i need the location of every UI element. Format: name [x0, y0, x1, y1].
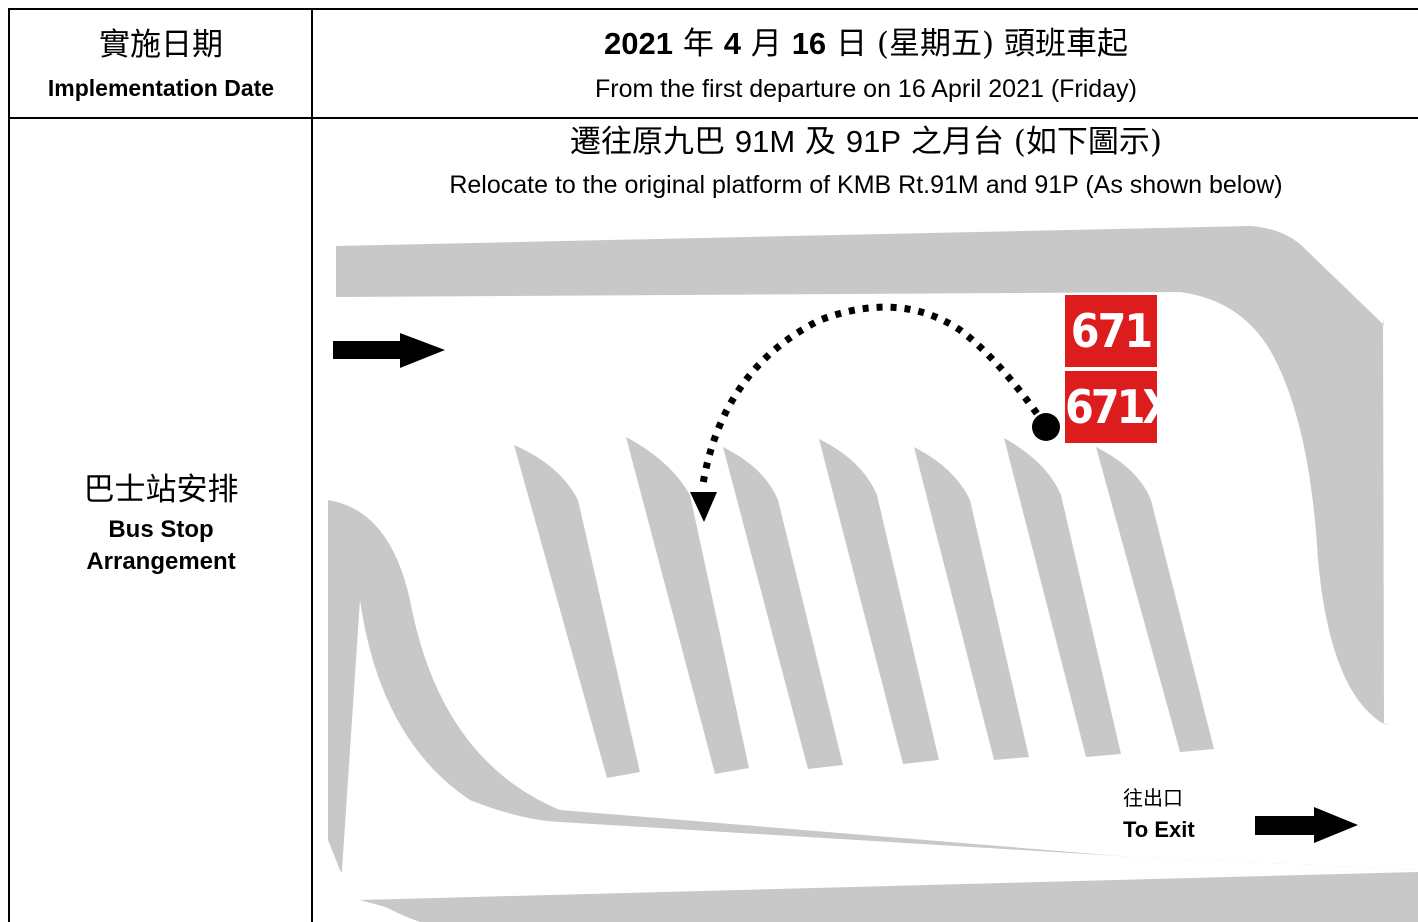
bottom-left-island	[328, 500, 1418, 922]
origin-stop-dot	[1032, 413, 1060, 441]
bus-bay	[723, 447, 843, 769]
exit-label-zh: 往出口	[1123, 786, 1183, 810]
implementation-date-zh: 2021 年 4 月 16 日 (星期五) 頭班車起	[314, 26, 1418, 62]
bus-bays	[514, 437, 1214, 778]
destination-arrowhead	[690, 492, 717, 522]
relocation-path-arrow-icon	[690, 303, 1060, 522]
bus-bay	[1096, 447, 1214, 752]
date-year: 2021	[604, 26, 673, 61]
route-badge-671x: 671X	[1065, 371, 1174, 443]
bus-bay	[914, 447, 1029, 760]
route-91p: 91P	[845, 124, 902, 159]
exit-label-en: To Exit	[1123, 817, 1195, 842]
entry-arrow-icon	[333, 333, 445, 368]
bus-bay	[819, 439, 939, 764]
bus-bay	[626, 437, 749, 774]
relocate-suffix: 之月台	[910, 124, 1004, 160]
top-curb	[336, 226, 1390, 725]
route-91m: 91M	[734, 124, 796, 159]
implementation-date-label-zh: 實施日期	[99, 27, 223, 63]
label-en-line1: Bus Stop	[108, 516, 214, 543]
bus-stop-arrangement-label-en: Bus Stop Arrangement	[10, 514, 312, 578]
date-weekday-zh: (星期五)	[876, 26, 995, 62]
bus-bay	[514, 445, 640, 778]
date-day: 16	[791, 26, 827, 61]
bus-bay	[1004, 438, 1121, 757]
bus-stop-arrangement-label-zh: 巴士站安排	[83, 472, 239, 508]
relocation-text-en: Relocate to the original platform of KMB…	[449, 171, 1283, 199]
implementation-date-en: From the first departure on 16 April 202…	[595, 75, 1137, 103]
relocation-text-zh: 遷往原九巴 91M 及 91P 之月台 (如下圖示)	[314, 124, 1418, 160]
implementation-date-label-en: Implementation Date	[47, 75, 275, 101]
bus-terminus-diagram	[328, 226, 1418, 922]
relocate-note: (如下圖示)	[1013, 124, 1162, 160]
bottom-gap	[340, 600, 1418, 902]
bottom-curb	[360, 872, 1418, 922]
date-day-unit: 日	[836, 26, 868, 62]
row-divider	[8, 117, 1418, 119]
date-month-unit: 月	[750, 26, 782, 62]
table-left-border	[8, 8, 10, 922]
label-en-line2: Arrangement	[86, 548, 236, 575]
column-divider	[311, 8, 313, 922]
relocate-prefix: 遷往原九巴	[570, 124, 725, 160]
table-top-border	[8, 8, 1418, 10]
date-start-zh: 頭班車起	[1003, 26, 1128, 62]
route-badge-671: 671	[1065, 295, 1157, 367]
date-month: 4	[723, 26, 741, 61]
date-year-unit: 年	[682, 26, 714, 62]
relocate-conj: 及	[805, 124, 837, 160]
exit-arrow-icon	[1255, 807, 1358, 843]
